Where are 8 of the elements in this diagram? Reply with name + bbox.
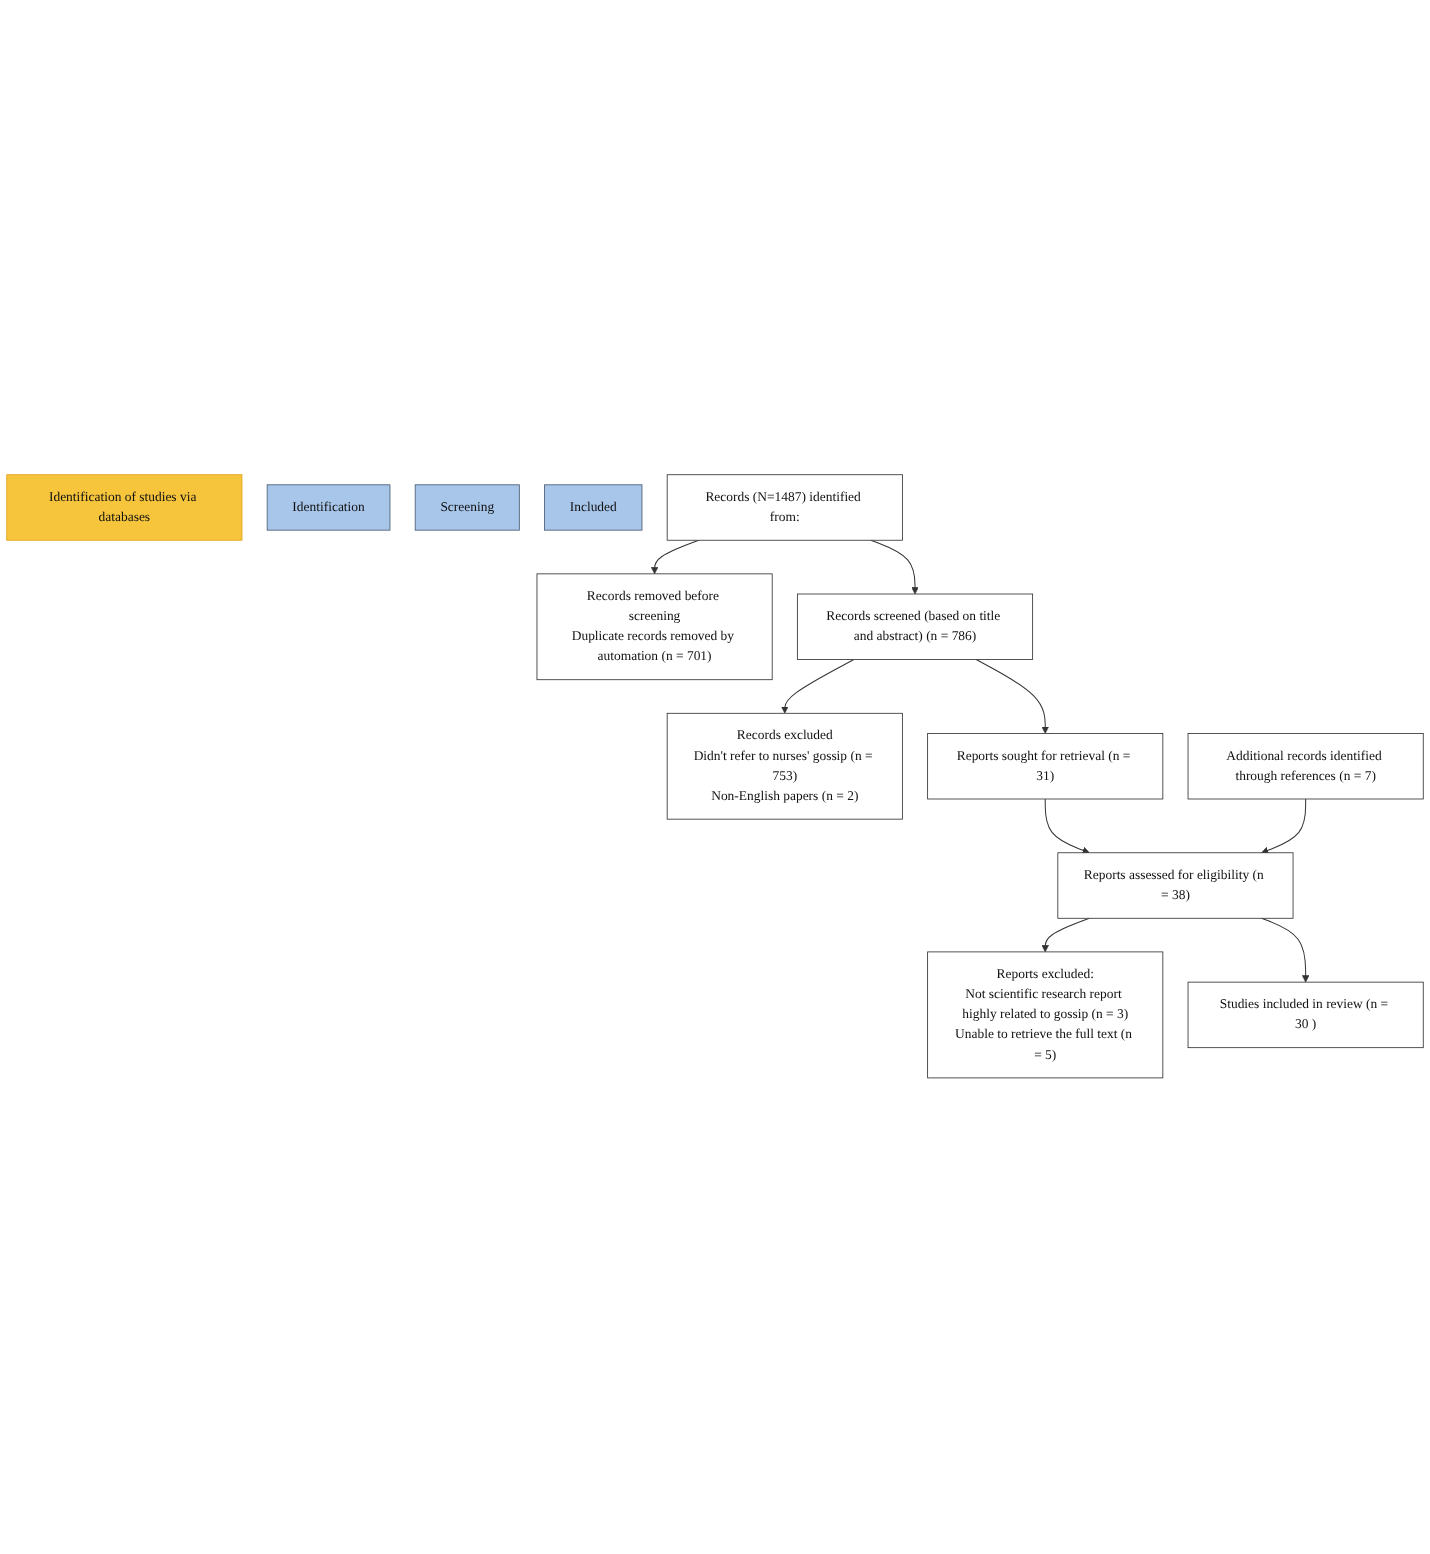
arrow xyxy=(975,659,1049,735)
arrow xyxy=(870,540,919,596)
arrow xyxy=(1041,918,1090,953)
arrow xyxy=(1261,918,1310,984)
arrow xyxy=(781,659,855,715)
arrow xyxy=(650,540,700,575)
arrow xyxy=(1261,799,1307,855)
arrow xyxy=(1044,799,1090,855)
